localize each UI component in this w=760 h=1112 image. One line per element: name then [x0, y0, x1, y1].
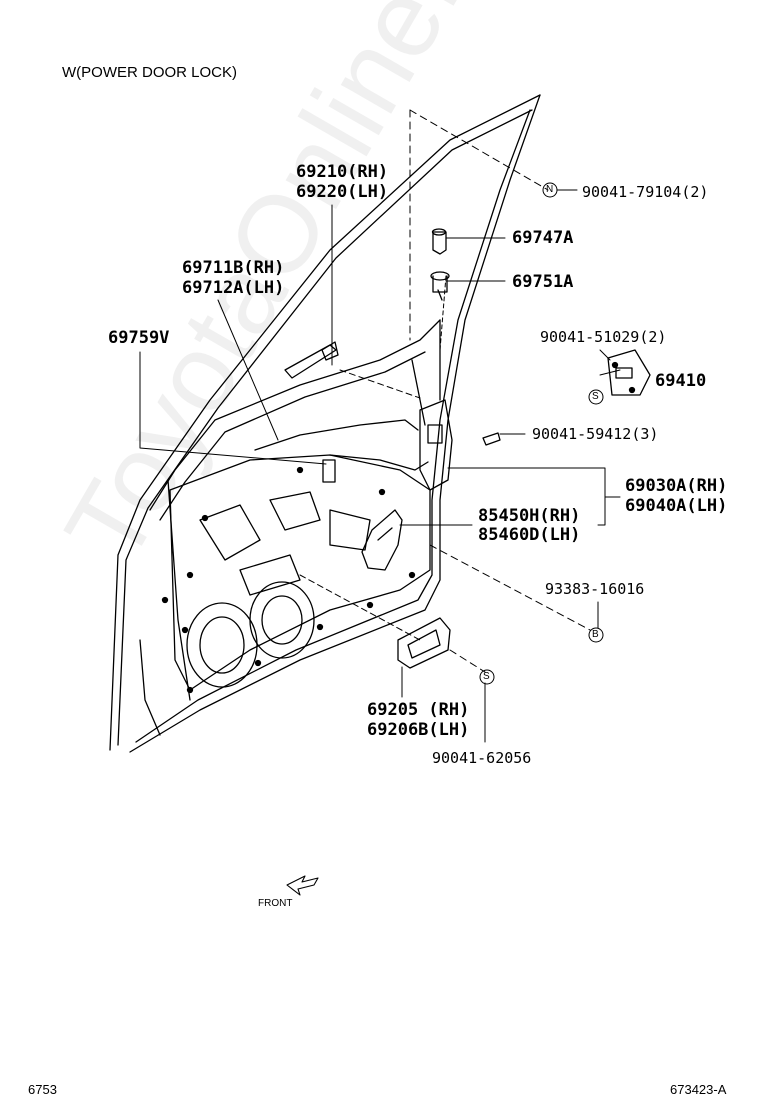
inner-panel — [169, 454, 431, 691]
label-93383: 93383-16016 — [545, 580, 645, 598]
lock-motor — [361, 509, 403, 571]
label-69410: 69410 — [655, 371, 707, 391]
label-69751: 69751A — [512, 272, 574, 292]
panel-holes — [161, 466, 416, 694]
marker-s-striker: S — [592, 391, 599, 402]
lock-rods — [254, 359, 429, 471]
label-69210: 69210(RH) — [296, 162, 389, 182]
label-bolt-51029: 90041-51029(2) — [540, 328, 667, 346]
label-69759: 69759V — [108, 328, 170, 348]
label-bolt-59412: 90041-59412(3) — [532, 425, 659, 443]
door-striker — [607, 349, 651, 396]
label-69747: 69747A — [512, 228, 574, 248]
lock-bushing — [430, 271, 450, 293]
marker-s-handle: S — [483, 671, 490, 682]
lock-knob — [431, 228, 447, 255]
diagram-title: W(POWER DOOR LOCK) — [62, 64, 237, 81]
label-69711: 69711B(RH) — [182, 258, 285, 278]
label-bolt-79104: 90041-79104(2) — [582, 183, 709, 201]
footer-left: 6753 — [28, 1082, 57, 1097]
plug-69759v — [322, 459, 336, 483]
label-69712: 69712A(LH) — [182, 278, 285, 298]
marker-b: B — [592, 629, 599, 640]
inside-handle — [397, 617, 451, 669]
outside-handle — [284, 341, 339, 379]
label-69040: 69040A(LH) — [625, 496, 728, 516]
label-69206: 69206B(LH) — [367, 720, 470, 740]
marker-n: N — [546, 184, 554, 195]
label-85460: 85460D(LH) — [478, 525, 581, 545]
label-85450: 85450H(RH) — [478, 506, 581, 526]
circled-markers — [479, 182, 604, 685]
footer-right: 673423-A — [670, 1082, 727, 1097]
label-bolt-62056: 90041-62056 — [432, 749, 532, 767]
label-69220: 69220(LH) — [296, 182, 389, 202]
lock-screw — [482, 432, 501, 446]
label-69205: 69205 (RH) — [367, 700, 470, 720]
front-arrow-icon — [286, 875, 319, 896]
front-label: FRONT — [258, 898, 293, 909]
leader-lines — [139, 109, 621, 743]
label-69030: 69030A(RH) — [625, 476, 728, 496]
